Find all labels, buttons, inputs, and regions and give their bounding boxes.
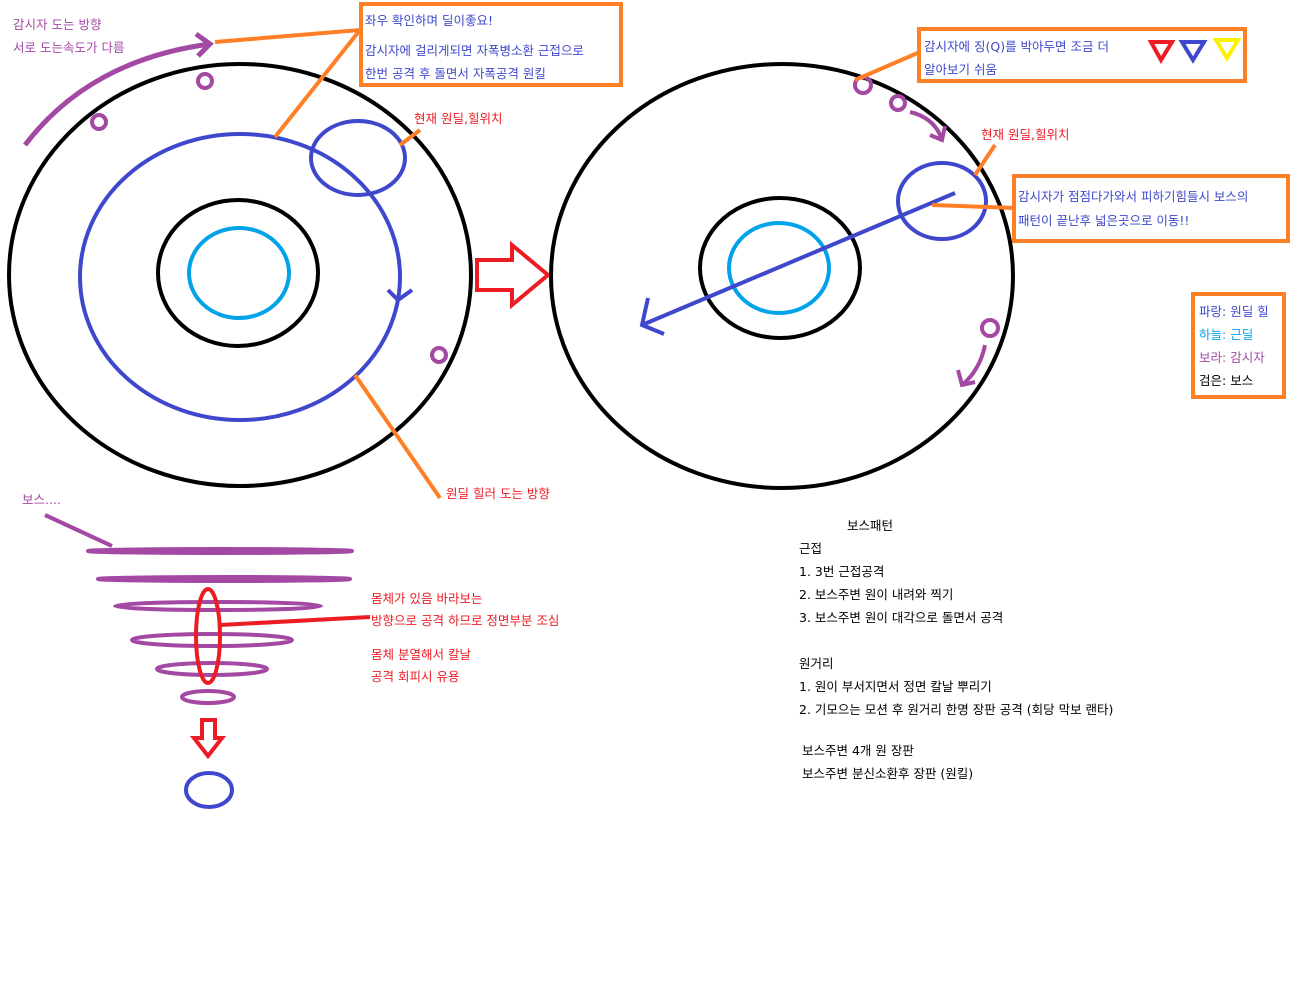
ranged-direction-label: 원딜 힐러 도는 방향: [446, 486, 550, 501]
speed-diff-label: 서로 도는속도가 다름: [13, 40, 125, 55]
boss-note: 몸체가 있음 바라보는: [371, 591, 483, 606]
right-note-box: 감시자에 징(Q)를 박아두면 조금 더 알아보기 쉬움: [917, 27, 1247, 83]
note-line: 한번 공격 후 돌면서 자폭공격 원킬: [365, 66, 546, 81]
watcher: [90, 113, 108, 131]
left-ranged-position: [309, 119, 407, 197]
right-boss-outer-ring: [549, 62, 1015, 490]
current-position-label: 현재 원딜,힐위치: [981, 127, 1070, 142]
boss-layer: [96, 575, 352, 583]
note-pointer: [854, 50, 1016, 210]
legend-ranged: 파랑: 원딜 힐: [1199, 304, 1269, 319]
note-pointer: [214, 28, 442, 500]
left-ranged-arrowhead: [386, 288, 414, 303]
right-ranged-position: [896, 161, 988, 241]
boss-layer: [155, 661, 269, 677]
boss-note: 공격 회피시 유용: [371, 669, 460, 684]
down-arrow: [189, 718, 227, 760]
marker-yellow-icon: [1212, 38, 1242, 62]
pattern-item: 1. 3번 근접공격: [799, 564, 885, 579]
left-ranged-path: [78, 132, 402, 422]
watcher: [196, 72, 214, 90]
legend-boss: 검은: 보스: [1199, 373, 1254, 388]
watcher: [889, 94, 907, 112]
watcher: [980, 318, 1000, 338]
marker-blue-icon: [1178, 40, 1208, 64]
watcher-direction-label: 감시자 도는 방향: [13, 17, 102, 32]
left-note-box: 좌우 확인하며 딜이좋요! 감시자에 걸리게되면 자폭병소환 근접으로 한번 공…: [359, 2, 623, 87]
current-position-label: 현재 원딜,힐위치: [414, 111, 503, 126]
boss-layer: [86, 547, 354, 555]
pattern-item: 2. 기모으는 모션 후 원거리 한명 장판 공격 (회당 막보 랜타): [799, 702, 1114, 717]
patterns-title: 보스패턴: [847, 518, 894, 533]
boss-layer: [130, 632, 294, 648]
watcher-direction-arrow: [909, 110, 947, 143]
right-melee-circle: [727, 221, 831, 315]
note-line: 알아보기 쉬움: [924, 62, 997, 77]
boss-note: 몸체 분열해서 칼날: [371, 647, 471, 662]
left-melee-circle: [187, 226, 291, 320]
left-boss-inner-ring: [156, 198, 320, 348]
pattern-item: 1. 원이 부서지면서 정면 칼날 뿌리기: [799, 679, 992, 694]
note-line: 감시자가 점점다가와서 피하기힘들시 보스의: [1018, 189, 1249, 204]
note-pointer: [219, 615, 371, 627]
pattern-item: 3. 보스주변 원이 대각으로 돌면서 공격: [799, 610, 1004, 625]
watcher: [430, 346, 448, 364]
pattern-item: 2. 보스주변 원이 내려와 찍기: [799, 587, 954, 602]
legend-box: 파랑: 원딜 힐 하늘: 근딜 보라: 감시자 검은: 보스: [1191, 292, 1286, 399]
pattern-item: 보스주변 4개 원 장판: [802, 743, 914, 758]
note-line: 패턴이 끝난후 넓은곳으로 이동!!: [1018, 213, 1190, 228]
note-line: 좌우 확인하며 딜이좋요!: [365, 13, 493, 28]
marker-red-icon: [1147, 40, 1176, 64]
boss-label: 보스....: [22, 492, 61, 507]
boss-pointer: [44, 513, 113, 548]
legend-melee: 하늘: 근딜: [1199, 327, 1254, 342]
watcher-direction-arrow: [956, 344, 987, 388]
melee-title: 근접: [799, 541, 823, 556]
move-arrow: [639, 191, 956, 336]
right-arrow: [475, 240, 552, 310]
boss-note: 방향으로 공격 하므로 정면부분 조심: [371, 613, 560, 628]
note-line: 감시자에 징(Q)를 박아두면 조금 더: [924, 39, 1109, 54]
boss-body-highlight: [194, 587, 222, 685]
left-boss-outer-ring: [7, 62, 473, 488]
ranged-title: 원거리: [799, 656, 834, 671]
boss-layer: [180, 689, 236, 705]
move-note-box: 감시자가 점점다가와서 피하기힘들시 보스의 패턴이 끝난후 넓은곳으로 이동!…: [1012, 174, 1290, 243]
right-boss-inner-ring: [698, 196, 862, 340]
legend-watcher: 보라: 감시자: [1199, 350, 1265, 365]
note-line: 감시자에 걸리게되면 자폭병소환 근접으로: [365, 43, 584, 58]
watcher-direction-arrow: [23, 31, 214, 147]
pattern-item: 보스주변 분신소환후 장판 (원킬): [802, 766, 974, 781]
split-body: [184, 771, 234, 809]
